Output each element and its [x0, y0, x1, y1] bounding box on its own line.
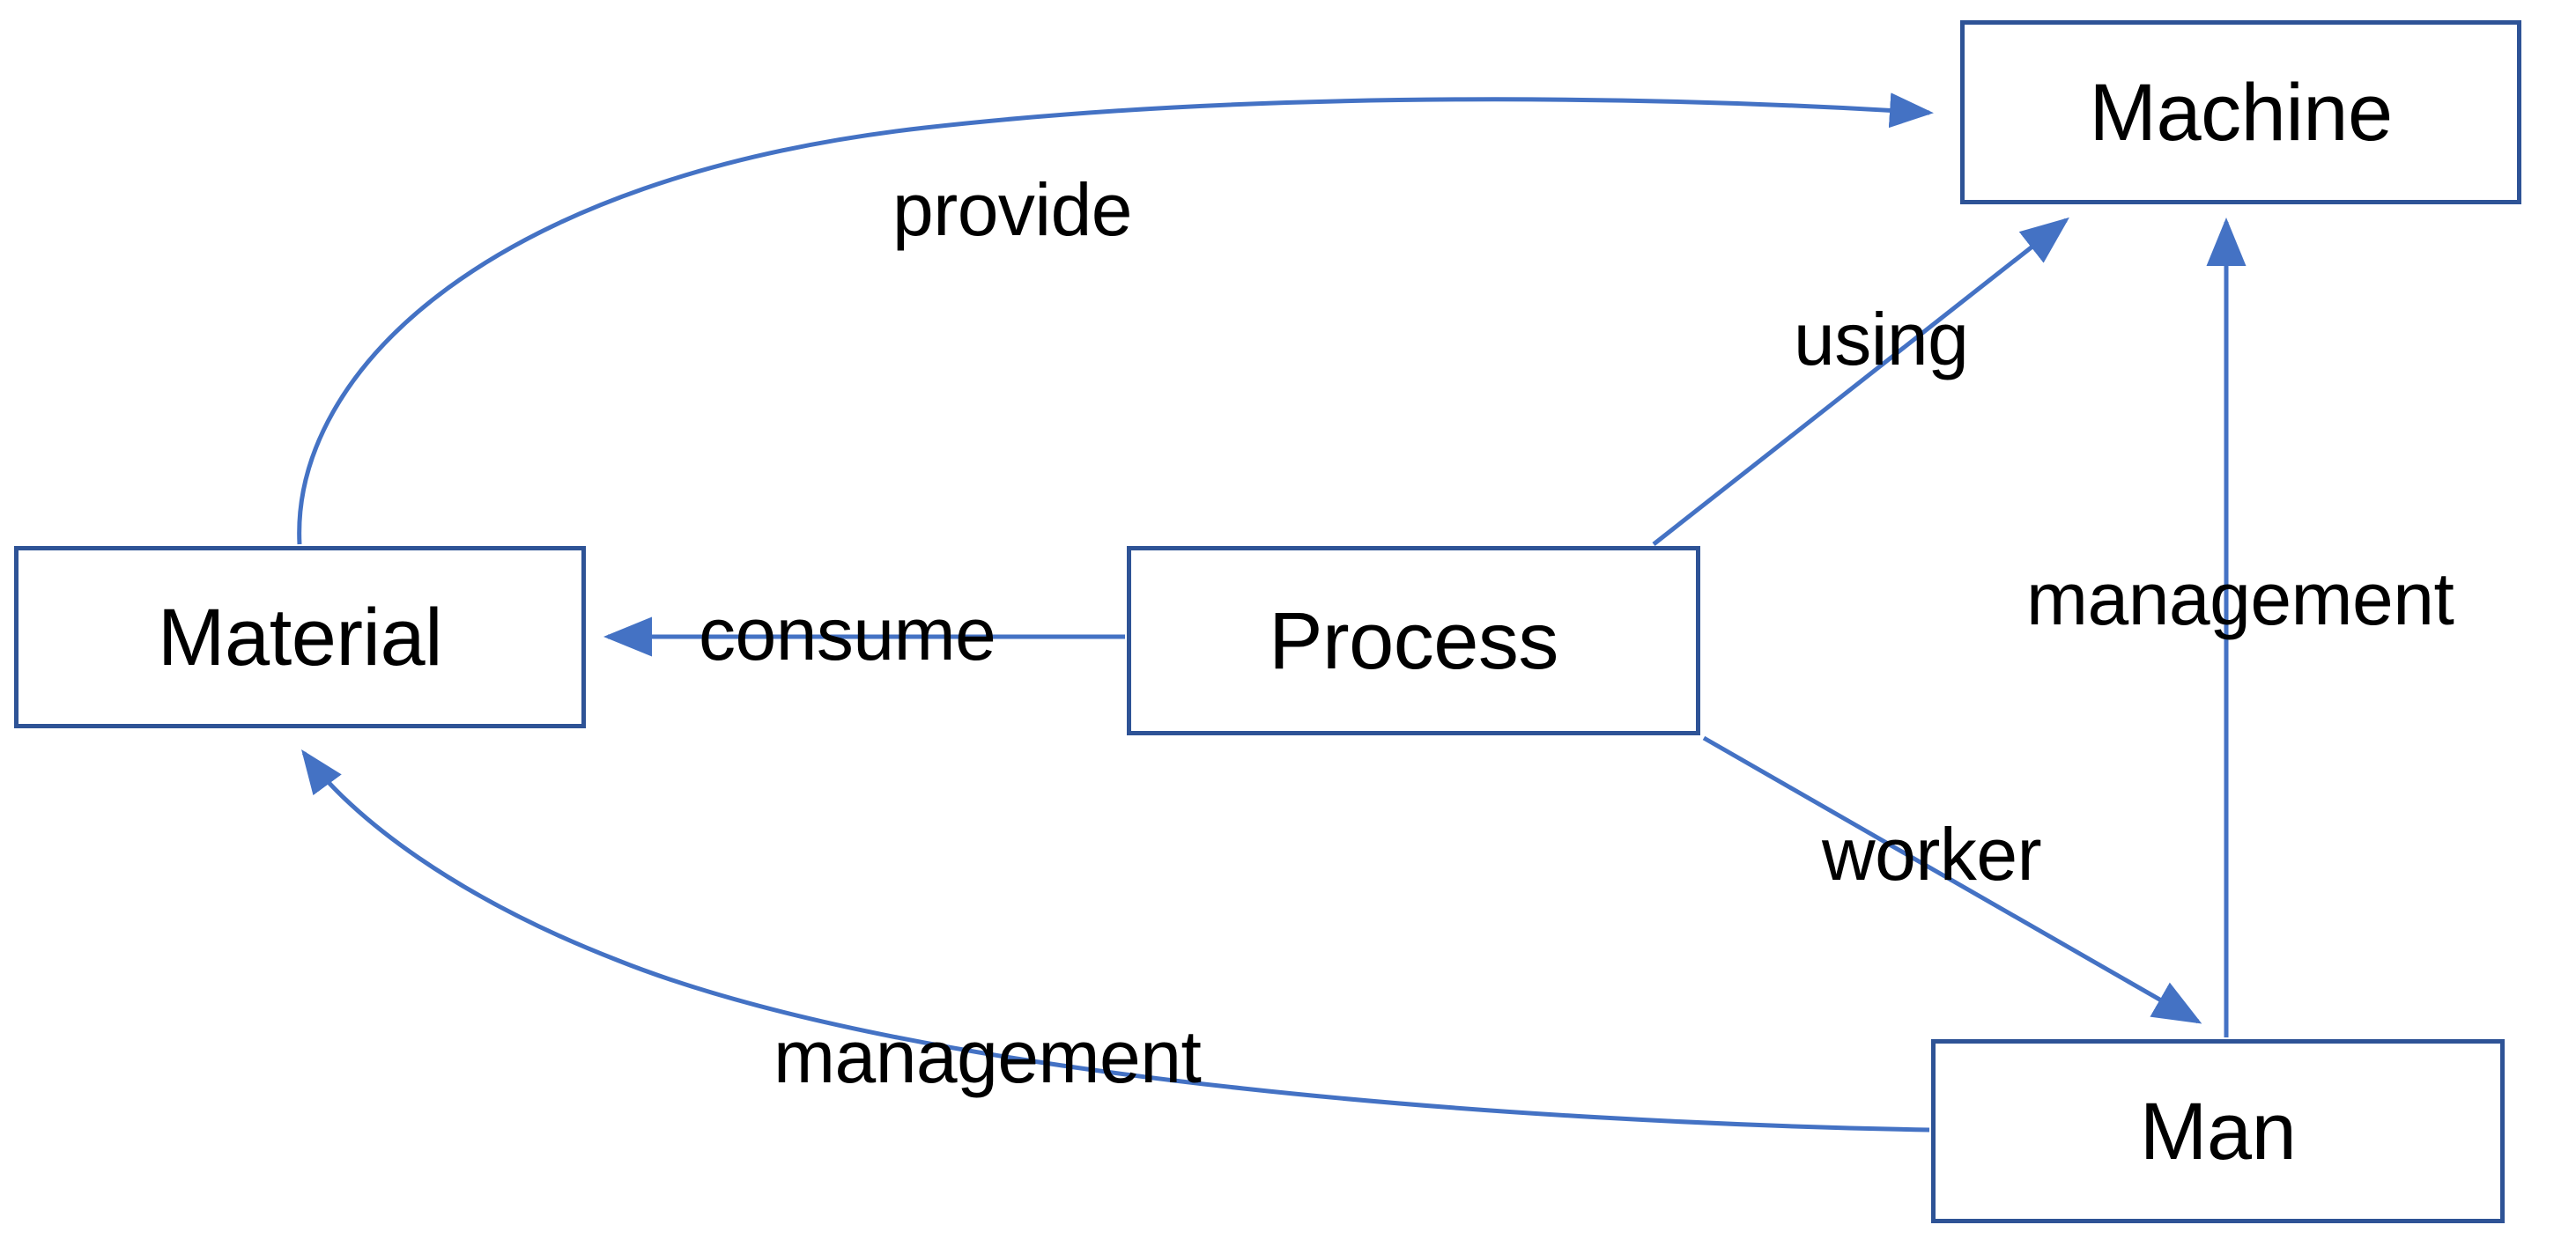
edge-management-left-path — [301, 749, 1930, 1133]
edge-label-consume: consume — [699, 593, 996, 675]
edge-provide-path — [297, 92, 1934, 545]
edge-worker-path — [1702, 735, 2202, 1024]
node-machine[interactable]: Machine — [1960, 20, 2521, 204]
node-man-label: Man — [2139, 1086, 2297, 1177]
edge-label-provide: provide — [892, 168, 1133, 251]
node-machine-label: Machine — [2089, 67, 2393, 158]
node-process[interactable]: Process — [1127, 546, 1700, 735]
edge-label-worker: worker — [1822, 813, 2042, 896]
edge-using-path — [1652, 217, 2069, 546]
edge-label-management-left: management — [774, 1015, 1202, 1098]
node-man[interactable]: Man — [1931, 1039, 2505, 1223]
node-material[interactable]: Material — [14, 546, 586, 728]
edge-label-using: using — [1794, 298, 1969, 380]
node-process-label: Process — [1269, 595, 1558, 686]
node-material-label: Material — [157, 592, 443, 683]
edge-label-management-right: management — [2026, 557, 2454, 640]
